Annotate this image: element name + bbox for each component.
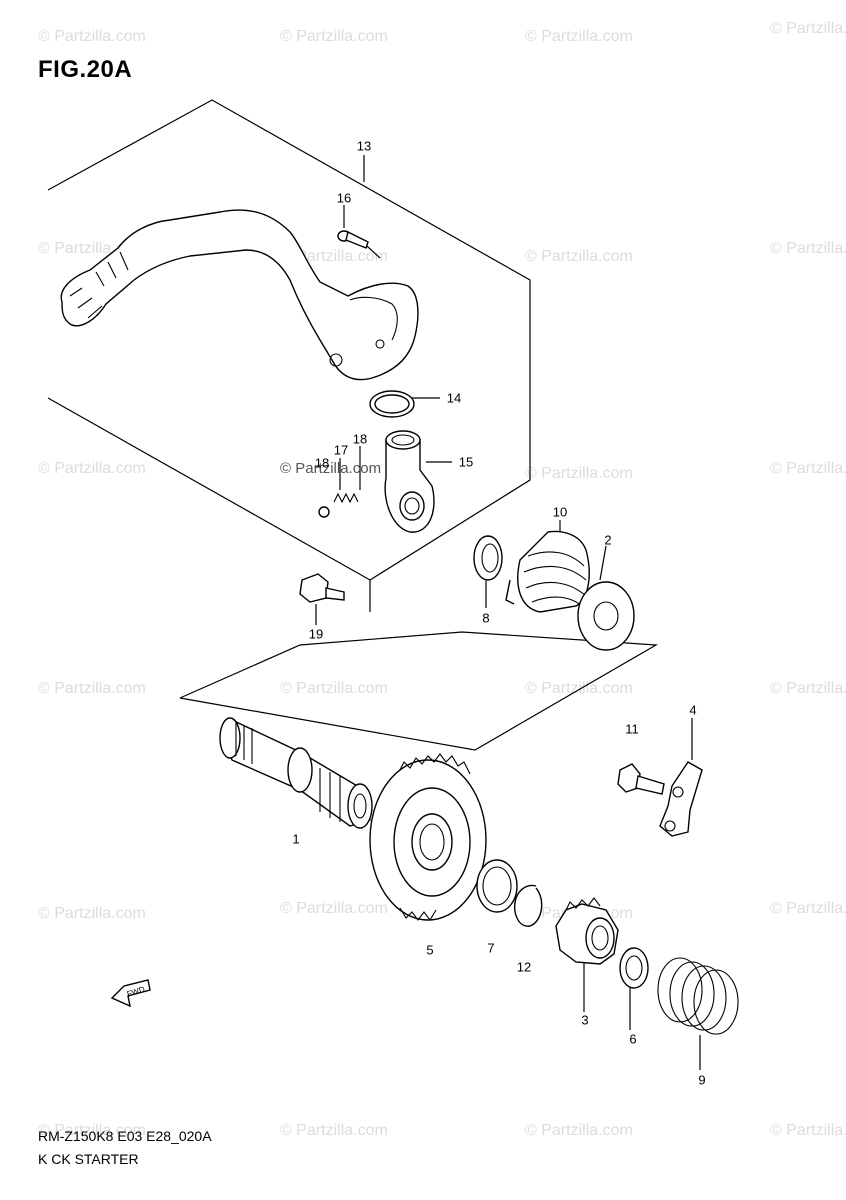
watermark: © Partzilla.com bbox=[280, 28, 388, 45]
watermark: © Partzilla.com bbox=[525, 248, 633, 265]
watermark: © Partzilla.com bbox=[525, 680, 633, 697]
watermark: © Partzilla.com bbox=[38, 28, 146, 45]
callout-17[interactable]: 17 bbox=[333, 442, 349, 458]
kick-shaft-boss-15 bbox=[384, 430, 435, 533]
model-code: RM-Z150K8 E03 E28_020A bbox=[38, 1128, 212, 1144]
callout-14[interactable]: 14 bbox=[446, 390, 462, 406]
callout-18[interactable]: 18 bbox=[314, 455, 330, 471]
watermark: © Partzilla.com bbox=[525, 28, 633, 45]
callout-11[interactable]: 11 bbox=[625, 721, 639, 737]
figure-title: FIG.20A bbox=[38, 56, 133, 83]
callout-3[interactable]: 3 bbox=[581, 1012, 589, 1028]
watermark: © Partzilla.com bbox=[38, 680, 146, 697]
o-ring-14 bbox=[369, 390, 415, 418]
callout-15[interactable]: 15 bbox=[458, 454, 474, 470]
washer-7 bbox=[476, 859, 518, 913]
front-direction-arrow-icon: FWD bbox=[110, 979, 151, 1008]
callout-19[interactable]: 19 bbox=[308, 626, 324, 642]
callout-9[interactable]: 9 bbox=[698, 1072, 706, 1088]
circlip-12 bbox=[514, 884, 543, 927]
callout-10[interactable]: 10 bbox=[552, 504, 568, 520]
watermark: © Partzilla.com bbox=[770, 460, 846, 477]
callout-6[interactable]: 6 bbox=[629, 1031, 637, 1047]
kick-gear-5 bbox=[369, 753, 487, 921]
kick-shaft-1 bbox=[219, 717, 373, 829]
washer-6 bbox=[619, 947, 649, 989]
callout-13[interactable]: 13 bbox=[356, 138, 372, 154]
watermark: © Partzilla.com bbox=[770, 1122, 846, 1139]
watermark: © Partzilla.com bbox=[38, 460, 146, 477]
watermark: © Partzilla.com bbox=[770, 680, 846, 697]
watermark: © Partzilla.com bbox=[525, 1122, 633, 1139]
oil-seal-8 bbox=[473, 535, 503, 581]
callout-16[interactable]: 16 bbox=[336, 190, 352, 206]
watermark: © Partzilla.com bbox=[280, 680, 388, 697]
section-name: K CK STARTER bbox=[38, 1151, 139, 1167]
watermark: © Partzilla.com bbox=[525, 465, 633, 482]
shaft-assembly-outline bbox=[179, 631, 659, 751]
callout-12[interactable]: 12 bbox=[516, 959, 532, 975]
spring-17 bbox=[318, 492, 359, 518]
ratchet-3 bbox=[555, 897, 619, 965]
upper-assembly-outline bbox=[47, 99, 531, 612]
watermark: © Partzilla.com bbox=[38, 905, 146, 922]
center-watermark: © Partzilla.com bbox=[280, 460, 382, 477]
callout-4[interactable]: 4 bbox=[689, 702, 697, 718]
callout-5[interactable]: 5 bbox=[426, 942, 434, 958]
watermark: © Partzilla.com bbox=[280, 900, 388, 917]
ratchet-guide-4 bbox=[659, 761, 703, 837]
ratchet-spring-9 bbox=[657, 957, 739, 1035]
watermark: © Partzilla.com bbox=[38, 1122, 146, 1139]
washer-2 bbox=[577, 581, 635, 651]
watermark: © Partzilla.com bbox=[280, 1122, 388, 1139]
watermark: © Partzilla.com bbox=[770, 20, 846, 37]
bolt-11 bbox=[617, 763, 665, 795]
watermark: © Partzilla.com bbox=[770, 240, 846, 257]
bolt-19 bbox=[299, 573, 345, 603]
bolt-16 bbox=[337, 230, 369, 249]
kick-lever bbox=[60, 209, 419, 381]
kick-spring-10 bbox=[505, 530, 590, 613]
callout-2[interactable]: 2 bbox=[604, 532, 612, 548]
callout-8[interactable]: 8 bbox=[482, 610, 490, 626]
watermark: © Partzilla.com bbox=[770, 900, 846, 917]
callout-1[interactable]: 1 bbox=[292, 831, 300, 847]
callout-18[interactable]: 18 bbox=[352, 431, 368, 447]
callout-7[interactable]: 7 bbox=[487, 940, 495, 956]
